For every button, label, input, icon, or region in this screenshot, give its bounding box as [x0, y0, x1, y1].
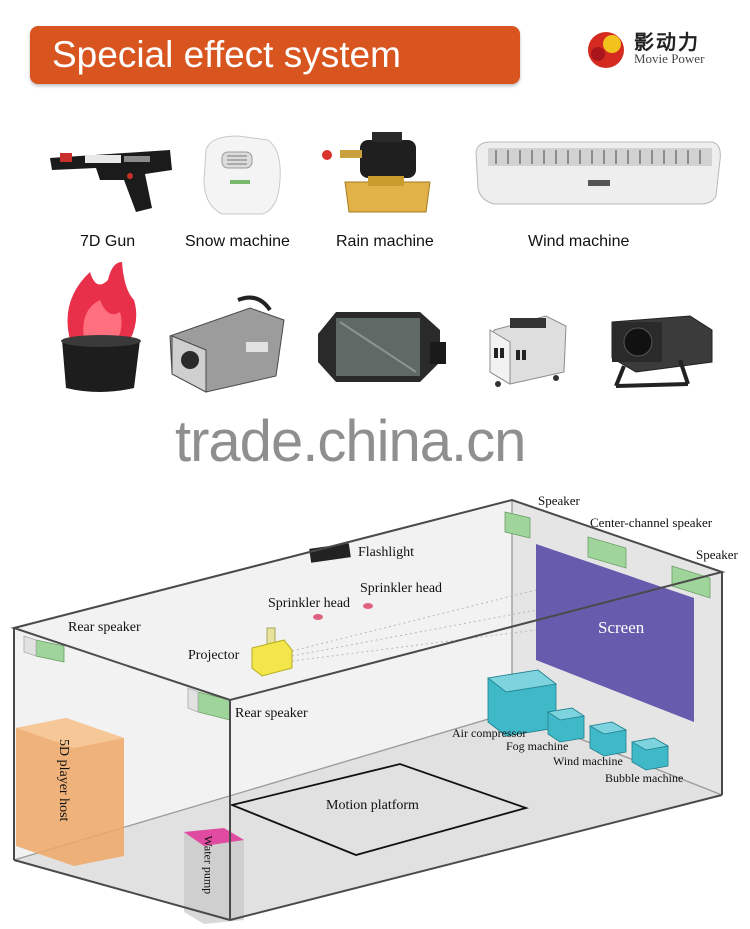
label-projector: Projector	[188, 648, 240, 663]
motion-platform-area	[229, 763, 530, 856]
fog-machine-unit	[546, 707, 586, 743]
rain-machine-icon	[322, 132, 431, 213]
product-label-snow-machine: Snow machine	[185, 233, 290, 250]
label-rear-speaker-front: Rear speaker	[235, 706, 308, 721]
flame-machine-icon	[61, 262, 141, 392]
label-speaker-right: Speaker	[696, 547, 738, 562]
gun-icon	[50, 150, 172, 212]
page-title: Special effect system	[52, 34, 401, 75]
product-label-rain-machine: Rain machine	[336, 233, 434, 250]
logo-mark-icon	[588, 32, 624, 68]
label-flashlight: Flashlight	[358, 545, 415, 560]
label-sprinkler-head-1: Sprinkler head	[268, 596, 351, 611]
label-rear-speaker-back: Rear speaker	[68, 620, 141, 635]
snow-cannon-icon	[611, 315, 713, 388]
label-air-compressor: Air compressor	[452, 726, 527, 740]
projector-device	[251, 627, 293, 677]
sprinkler-head-2	[363, 603, 373, 609]
strobe-light-icon	[318, 312, 446, 382]
product-label-7d-gun: 7D Gun	[80, 233, 136, 250]
logo-chinese-name: 影动力	[634, 30, 700, 54]
screen-panel	[536, 544, 694, 722]
brand-logo: 影动力 Movie Power	[584, 24, 734, 74]
bubble-machine-unit	[630, 737, 670, 771]
label-fog-machine: Fog machine	[506, 739, 569, 753]
label-player-host: 5D player host	[56, 739, 71, 822]
label-motion-platform: Motion platform	[326, 798, 419, 813]
player-host-cabinet	[16, 718, 124, 866]
label-wind-machine: Wind machine	[553, 754, 623, 768]
label-sprinkler-head-2: Sprinkler head	[360, 581, 443, 596]
label-bubble-machine: Bubble machine	[605, 771, 684, 785]
flashlight-device	[309, 543, 351, 563]
product-illustrations	[50, 132, 721, 393]
snow-machine-icon	[203, 135, 281, 215]
label-center-channel-speaker: Center-channel speaker	[590, 515, 713, 530]
watermark-text: trade.china.cn	[175, 409, 526, 474]
label-speaker-left: Speaker	[538, 493, 580, 508]
label-screen: Screen	[598, 618, 645, 637]
sprinkler-head-1	[313, 614, 323, 620]
logo-english-name: Movie Power	[634, 51, 705, 66]
center-channel-speaker	[587, 536, 627, 569]
speaker-front-right	[671, 565, 711, 599]
label-water-pump: Water pump	[201, 835, 216, 895]
wind-machine-unit	[588, 721, 628, 757]
speaker-front-left	[504, 511, 531, 539]
product-label-wind-machine: Wind machine	[528, 233, 630, 250]
header-banner: Special effect system	[30, 26, 520, 84]
bubble-machine-icon	[489, 315, 567, 387]
smoke-machine-icon	[169, 295, 285, 393]
wind-machine-icon	[475, 141, 721, 205]
